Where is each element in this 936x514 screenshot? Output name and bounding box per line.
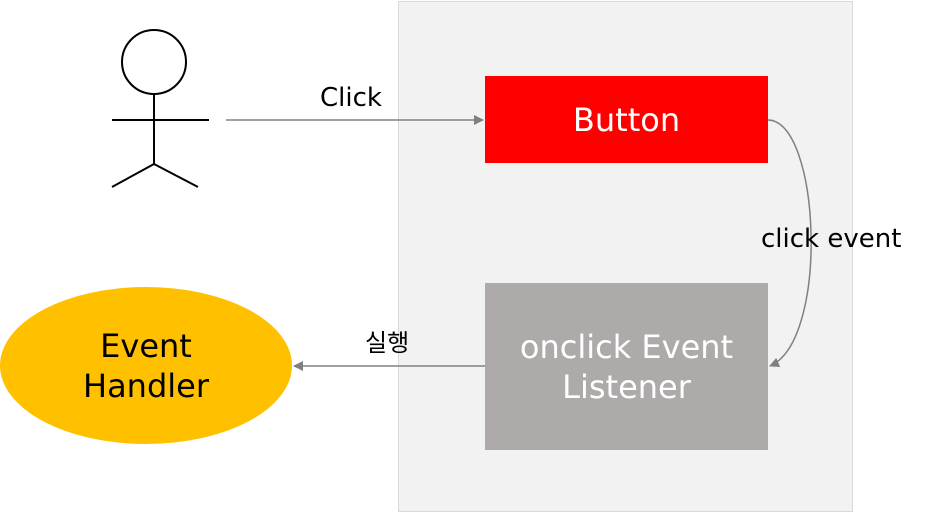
execute-label: 실행: [365, 329, 410, 357]
event-handler-line2: Handler: [83, 366, 209, 405]
button-node: Button: [485, 76, 768, 163]
stick-figure-user-icon: [111, 29, 209, 188]
click-label: Click: [320, 83, 382, 113]
event-listener-line1: onclick Event: [519, 327, 734, 366]
event-handler-line1: Event: [100, 326, 192, 365]
event-handler-node: Event Handler: [0, 287, 292, 444]
event-listener-node: onclick Event Listener: [485, 283, 768, 450]
button-node-label: Button: [572, 100, 681, 139]
click-event-label: click event: [761, 224, 902, 254]
click-event-arrow: [767, 119, 812, 367]
event-listener-line2: Listener: [562, 367, 691, 406]
